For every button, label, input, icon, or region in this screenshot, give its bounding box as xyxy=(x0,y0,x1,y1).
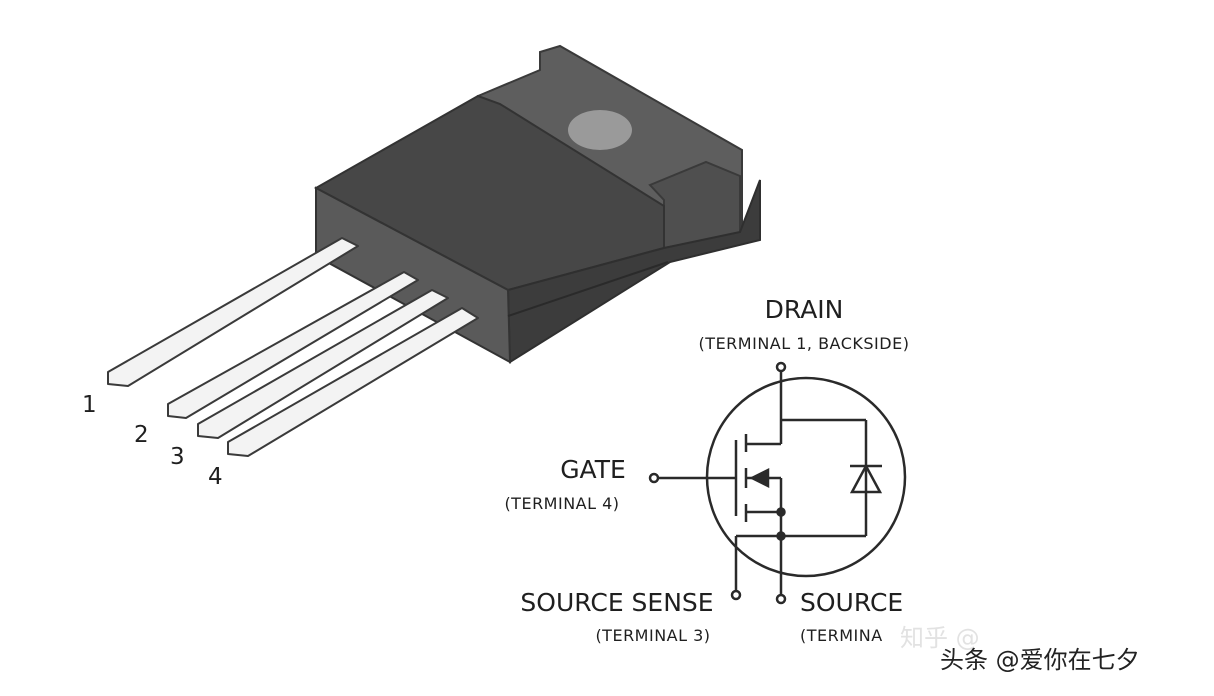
lead-2 xyxy=(167,271,419,419)
leads xyxy=(107,237,479,457)
drain-terminal xyxy=(775,361,787,373)
package-side xyxy=(506,179,761,364)
source-sense-sublabel: (TERMINAL 3) xyxy=(595,626,710,645)
body-arrow xyxy=(749,467,770,489)
drain-label: DRAIN xyxy=(765,295,844,324)
pin-number-3: 3 xyxy=(170,444,185,470)
drain-sublabel: (TERMINAL 1, BACKSIDE) xyxy=(699,334,910,353)
package xyxy=(313,44,761,364)
mounting-hole xyxy=(568,110,632,150)
pin-number-4: 4 xyxy=(208,464,223,490)
lead-1 xyxy=(107,237,359,387)
lead-4 xyxy=(227,307,479,457)
source-sense-terminal xyxy=(730,589,742,601)
source-sense-label: SOURCE SENSE xyxy=(520,588,713,617)
diode-icon xyxy=(849,463,883,494)
gate-sublabel: (TERMINAL 4) xyxy=(504,494,619,513)
source-sublabel: (TERMINA xyxy=(800,626,883,645)
gate-label: GATE xyxy=(560,455,626,484)
gate-terminal xyxy=(648,472,660,484)
pin-number-2: 2 xyxy=(134,422,149,448)
lead-3 xyxy=(197,289,449,439)
pin-number-1: 1 xyxy=(82,392,97,418)
mosfet-symbol xyxy=(648,361,907,605)
source-label: SOURCE xyxy=(800,588,903,617)
zhihu-watermark: 知乎 @ xyxy=(900,624,980,652)
source-terminal xyxy=(775,593,787,605)
toutiao-watermark: 头条 @爱你在七夕 xyxy=(940,646,1140,674)
